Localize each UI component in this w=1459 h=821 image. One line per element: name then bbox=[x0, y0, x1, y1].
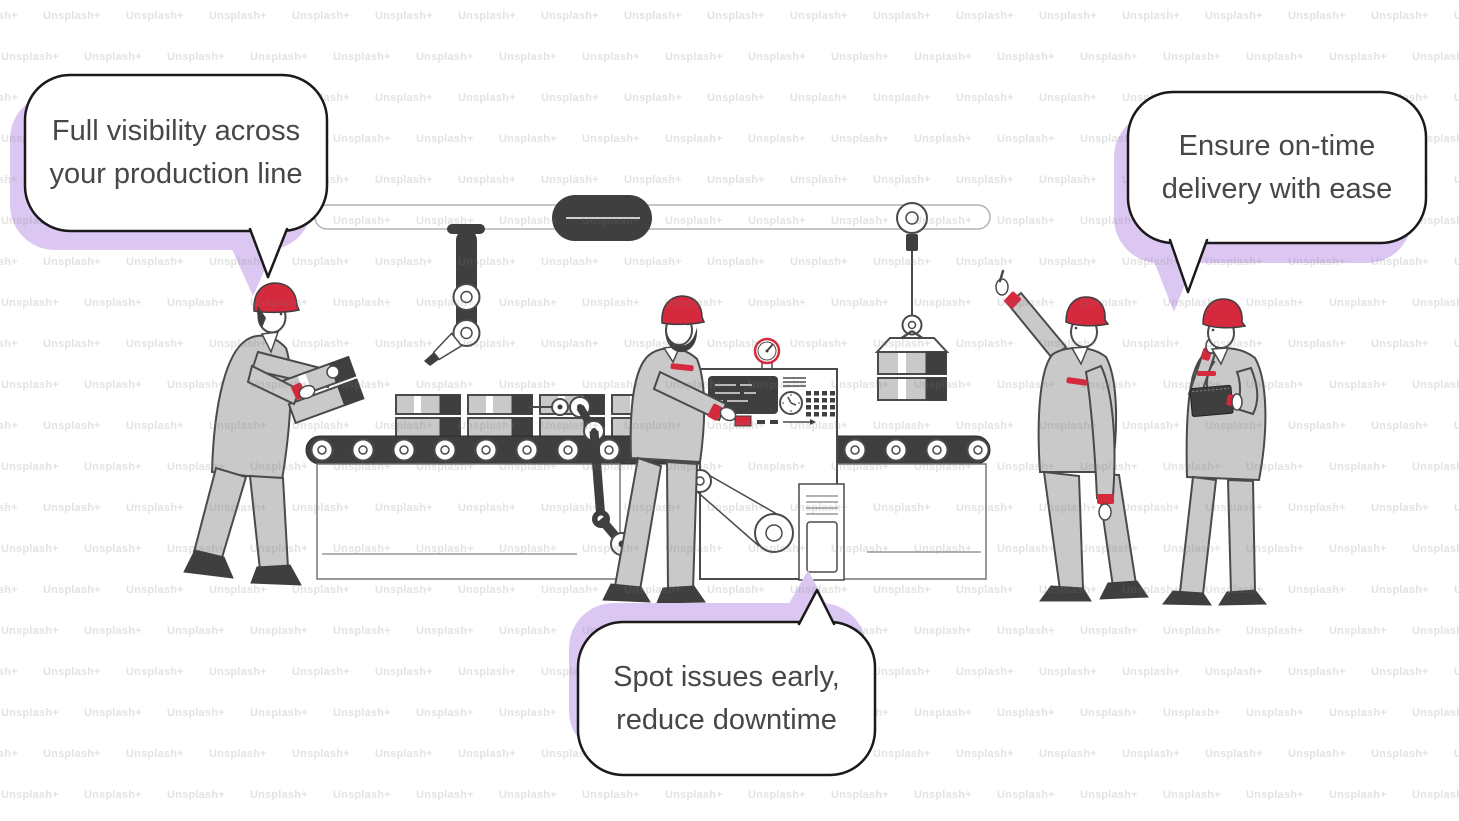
vent-lines bbox=[783, 377, 806, 387]
shoe bbox=[1162, 590, 1212, 606]
shoe bbox=[602, 583, 651, 603]
callout-bottom: Spot issues early, reduce downtime bbox=[578, 622, 875, 775]
speech-bubble-top-right bbox=[1126, 90, 1428, 294]
machine-keypad bbox=[806, 391, 835, 417]
chest-stripe bbox=[1066, 377, 1088, 386]
callout-line: Full visibility across bbox=[51, 115, 301, 147]
callout-top-right: Ensure on-time delivery with ease bbox=[1128, 92, 1426, 243]
hand bbox=[1231, 393, 1243, 411]
shoe bbox=[250, 564, 302, 586]
chest-stripe bbox=[1197, 371, 1216, 376]
hard-hat bbox=[1065, 296, 1110, 327]
pressure-gauge bbox=[753, 337, 781, 370]
callout-line: delivery with ease bbox=[1161, 172, 1393, 205]
hand bbox=[1098, 503, 1112, 521]
crane-cargo-box bbox=[877, 351, 947, 401]
chest-stripe bbox=[670, 363, 694, 372]
trolley bbox=[552, 195, 652, 241]
shoe bbox=[1218, 589, 1268, 606]
callout-line: your production line bbox=[49, 158, 303, 190]
callout-line: Spot issues early, bbox=[613, 660, 840, 693]
shoe bbox=[183, 549, 234, 579]
machine-clock bbox=[779, 391, 803, 415]
control-row bbox=[734, 415, 816, 427]
callout-line: reduce downtime bbox=[616, 703, 837, 736]
pointing-hand bbox=[995, 278, 1009, 296]
red-cuff bbox=[707, 403, 723, 421]
right-table bbox=[835, 463, 987, 580]
worker-pointing bbox=[995, 269, 1149, 602]
callout-top-left: Full visibility across your production l… bbox=[25, 75, 327, 231]
shoe bbox=[656, 585, 706, 604]
worker-with-tablet bbox=[1162, 298, 1268, 606]
crane-hoist bbox=[874, 202, 950, 401]
shoe bbox=[1039, 585, 1092, 602]
hand bbox=[298, 384, 316, 400]
hard-hat bbox=[253, 282, 301, 314]
robot-arm bbox=[424, 224, 485, 366]
worker-operating-machine bbox=[602, 295, 737, 604]
speech-bubble-bottom bbox=[576, 588, 877, 777]
red-cuff bbox=[1004, 291, 1021, 309]
hand bbox=[719, 406, 737, 422]
red-cuff bbox=[1097, 494, 1114, 504]
hand bbox=[326, 365, 340, 379]
worker-carrying-box bbox=[183, 282, 365, 586]
left-table bbox=[316, 463, 621, 580]
shoe bbox=[1099, 580, 1149, 600]
hard-hat bbox=[1202, 298, 1247, 329]
beard bbox=[665, 327, 698, 353]
callout-line: Ensure on-time bbox=[1178, 129, 1376, 162]
speech-bubble-top-left bbox=[23, 73, 329, 279]
red-start-button bbox=[734, 415, 752, 427]
hard-hat bbox=[661, 295, 706, 326]
lower-unit bbox=[798, 483, 845, 581]
